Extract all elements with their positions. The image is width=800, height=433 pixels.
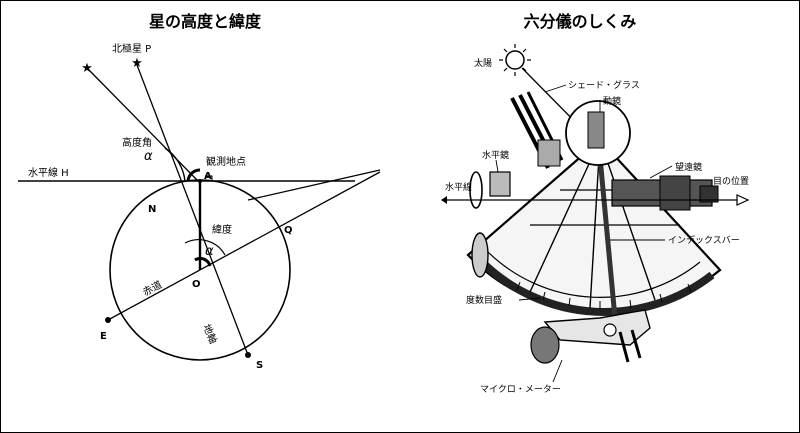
a-angle-mark bbox=[186, 168, 201, 182]
eye-icon bbox=[736, 194, 750, 206]
degree-scale-label: 度数目盛 bbox=[466, 294, 502, 306]
point-a-label: A bbox=[204, 171, 212, 182]
point-n-label: N bbox=[148, 204, 156, 215]
altitude-angle-arc bbox=[164, 147, 186, 182]
left-title: 星の高度と緯度 bbox=[149, 12, 262, 31]
star-ray-to-a bbox=[86, 67, 199, 182]
tangent-line bbox=[247, 169, 381, 201]
micrometer bbox=[530, 309, 651, 364]
horizon-arrow-icon bbox=[441, 196, 447, 204]
telescope-label: 望遠鏡 bbox=[675, 161, 702, 173]
center-angle-mark bbox=[194, 257, 212, 267]
point-s-dot bbox=[245, 352, 251, 358]
index-bar-label: インデックスバー bbox=[668, 234, 740, 246]
right-angle-mark bbox=[205, 175, 213, 181]
leader-lines bbox=[495, 84, 673, 383]
horizon-mirror-label: 水平鏡 bbox=[482, 149, 509, 161]
latitude-angle-arc bbox=[184, 239, 226, 256]
polaris-label: 北極星 P bbox=[112, 42, 151, 55]
earth-axis-line bbox=[136, 64, 249, 356]
altitude-angle-label: 高度角 bbox=[122, 136, 152, 149]
index-mirror bbox=[587, 111, 605, 149]
latitude-label: 緯度 bbox=[212, 223, 232, 236]
eye-position-label: 目の位置 bbox=[713, 175, 749, 187]
alpha-center-label: α bbox=[205, 244, 214, 259]
point-o-label: O bbox=[192, 279, 201, 290]
shade-glass-label: シェード・グラス bbox=[568, 79, 640, 91]
grip-ring bbox=[469, 171, 483, 209]
telescope bbox=[611, 175, 719, 211]
earth-axis-label: 地軸 bbox=[200, 322, 220, 345]
horizon-label: 水平線 H bbox=[28, 166, 69, 179]
handle bbox=[471, 232, 489, 278]
horizon-right-label: 水平線 bbox=[445, 181, 472, 193]
right-title: 六分儀のしくみ bbox=[524, 12, 637, 31]
star-icon-polaris: ★ bbox=[131, 56, 143, 71]
point-e-dot bbox=[105, 317, 111, 323]
horizon-mirror bbox=[489, 171, 511, 197]
micrometer-label: マイクロ・メーター bbox=[480, 384, 561, 395]
point-q-label: Q bbox=[284, 225, 293, 236]
sun-label: 太陽 bbox=[474, 57, 492, 69]
equator-label: 赤道 bbox=[140, 278, 164, 299]
observation-point-label: 観測地点 bbox=[206, 155, 246, 168]
point-e-label: E bbox=[100, 331, 107, 342]
star-icon: ★ bbox=[81, 61, 93, 76]
sextant-body bbox=[466, 124, 722, 319]
alpha-top-label: α bbox=[144, 149, 153, 164]
shade-glass bbox=[510, 91, 564, 169]
index-mirror-label: 動鏡 bbox=[603, 95, 621, 107]
point-s-label: S bbox=[256, 360, 263, 371]
equator-line bbox=[107, 171, 381, 321]
sun-icon bbox=[499, 44, 531, 76]
point-a-dot bbox=[198, 179, 202, 183]
